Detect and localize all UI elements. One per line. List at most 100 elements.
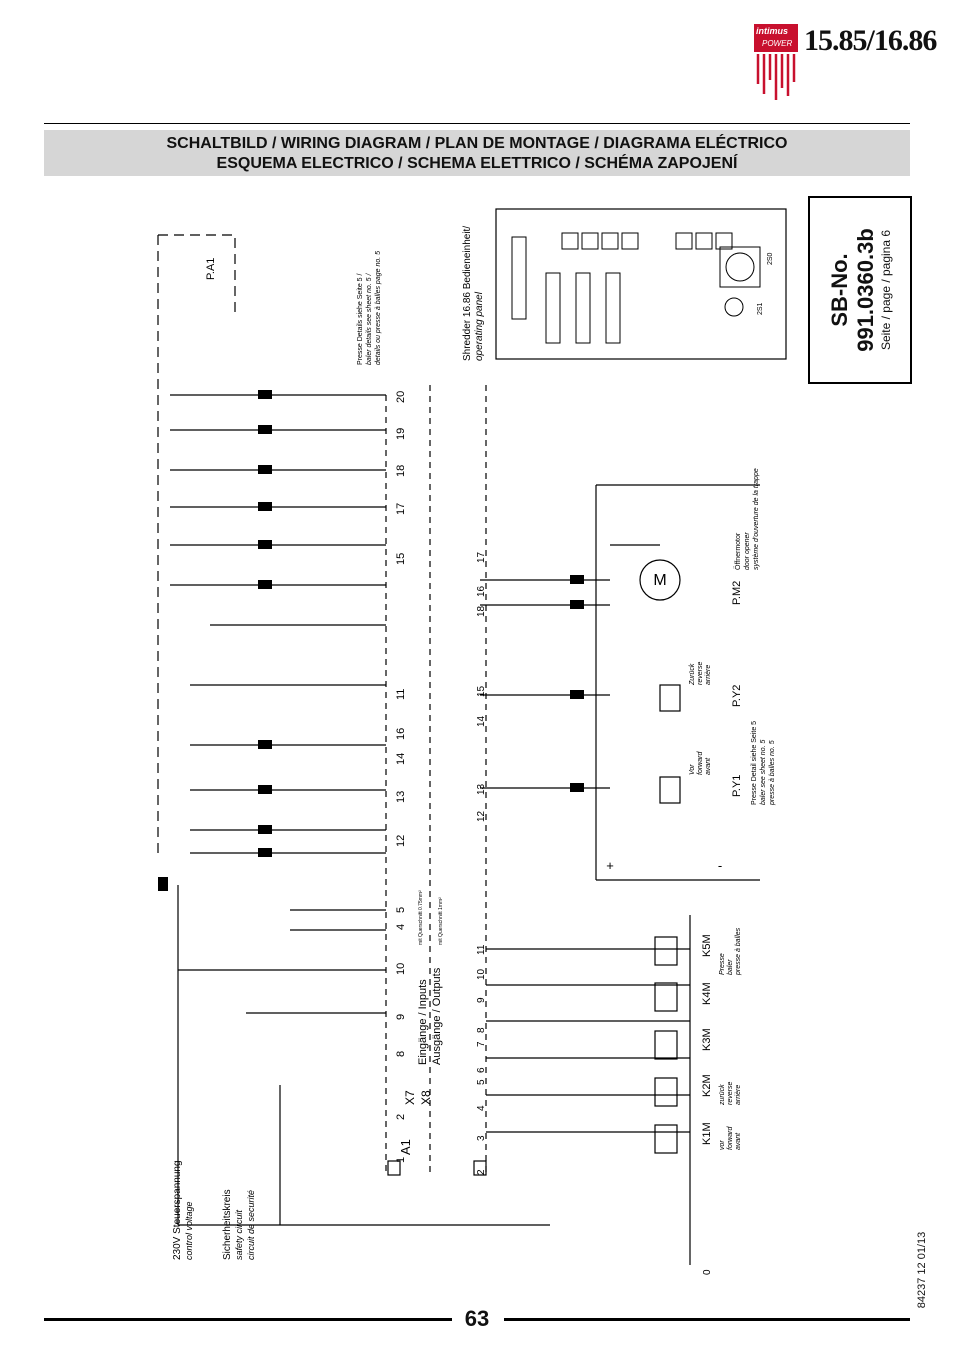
terminal-left-label-2: 8 [395, 1051, 407, 1057]
motor-de: Öffnermotor [734, 532, 742, 570]
terminal-input-label-8: 19 [395, 428, 407, 440]
minus-rail-label: - [718, 858, 722, 873]
terminal-output-label-5: 7 [476, 1041, 487, 1047]
contactor-label-1: K2M [701, 1074, 713, 1097]
k5m-fr: presse à balles [735, 927, 742, 976]
supply-label-en: control voltage [184, 1201, 194, 1260]
panel-label-en: operating panel [474, 291, 485, 361]
inputs-label: Eingänge / Inputs [417, 979, 429, 1065]
k2m-en: reverse [727, 1082, 734, 1105]
top-rule [44, 123, 910, 124]
terminal-input-label-3: 16 [395, 728, 407, 740]
zero-rail-label: 0 [702, 1269, 713, 1275]
valve2-label: P.Y2 [731, 685, 743, 707]
safety-label: Sicherheitskreis [222, 1189, 233, 1260]
terminal-markers [158, 390, 584, 891]
k2m-fr: arrière [735, 1085, 742, 1105]
k1m-en: forward [727, 1126, 734, 1150]
plus-rail-label: + [606, 858, 614, 873]
k5m-de: Presse [719, 953, 726, 975]
document-code: 84237 12 01/13 [916, 1231, 928, 1309]
outputs-label: Ausgänge / Outputs [431, 967, 443, 1065]
brand-logo: intimus POWER [754, 24, 798, 104]
terminal-input-label-7: 18 [395, 465, 407, 477]
page-number: 63 [464, 1306, 490, 1331]
supply-label: 230V Steuerspannung [172, 1160, 183, 1260]
terminal-output-label-6: 8 [476, 1027, 487, 1033]
wiring-diagram: 230V Steuerspannung control voltage Sich… [157, 208, 787, 1275]
panel-label: Shredder 16.86 Bedieneinheit/ [462, 226, 473, 361]
motor-fr: système d'ouverture de la trappe [753, 468, 760, 570]
safety-label-fr: circuit de securité [246, 1190, 256, 1260]
valve1-label: P.Y1 [731, 775, 743, 797]
terminal-output-label-9: 11 [476, 944, 487, 955]
terminal-output-label-7: 9 [476, 997, 487, 1003]
contactor-label-4: K5M [701, 934, 713, 957]
logo-sub-text: POWER [762, 39, 793, 48]
terminal-output-label-4: 6 [476, 1067, 487, 1073]
x7-label: X7 [403, 1090, 417, 1105]
terminal-output-label-2: 4 [476, 1105, 487, 1111]
switch-2s1: 2S1 [757, 302, 764, 315]
relay-terminal-label-4: 18 [476, 605, 487, 617]
cross-section-2: mit Querschnitt 1mm² [438, 897, 444, 945]
valve-note-de: Presse Detail siehe Seite 5 [751, 721, 758, 805]
a1-label: A1 [398, 1139, 413, 1155]
model-number: 15.85/16.86 [804, 24, 937, 57]
motor-en: door opener [744, 532, 751, 570]
baler-note-en: baler details see sheet no. 5 / [366, 272, 373, 365]
terminal-left-label-1: 2 [395, 1114, 407, 1120]
switch-2s0: 2S0 [767, 252, 774, 265]
relay-terminal-label-1: 13 [476, 783, 487, 795]
terminal-input-label-2: 14 [395, 753, 407, 765]
valve2-fr: arrière [705, 665, 712, 685]
terminal-input-label-6: 17 [395, 503, 407, 515]
panel-internals [511, 232, 761, 344]
contactor-label-0: K1M [701, 1122, 713, 1145]
terminal-left-label-4: 10 [395, 963, 407, 975]
valve1-en: forward [697, 751, 704, 775]
k5m-en: baler [727, 959, 734, 975]
terminal-output-label-1: 3 [476, 1135, 487, 1141]
contactor-label-2: K3M [701, 1028, 713, 1051]
bottom-rule-right [504, 1318, 910, 1321]
terminal-output-label-3: 5 [476, 1079, 487, 1085]
cross-section-1: mit Querschnitt 0.75mm² [418, 890, 424, 945]
logo-brand-text: intimus [756, 26, 789, 36]
terminal-output-label-8: 10 [476, 968, 487, 980]
relay-terminal-label-0: 12 [476, 810, 487, 822]
wiring-lines [157, 208, 787, 1265]
contactor-label-3: K4M [701, 982, 713, 1005]
sb-number-box: SB-No. 991.0360.3b Seite / page / pagina… [808, 196, 912, 384]
k1m-de: vor [719, 1140, 726, 1150]
valve-note-fr: presse à balles no. 5 [769, 740, 776, 806]
terminal-input-label-4: 11 [395, 689, 407, 700]
k1m-fr: avant [735, 1132, 742, 1150]
title-band: SCHALTBILD / WIRING DIAGRAM / PLAN DE MO… [44, 130, 910, 176]
title-line-1: SCHALTBILD / WIRING DIAGRAM / PLAN DE MO… [166, 135, 788, 152]
terminal-input-label-0: 12 [395, 835, 407, 847]
valve2-de: Zurück [689, 663, 696, 686]
relay-terminal-label-5: 16 [476, 585, 487, 597]
relay-terminal-label-3: 15 [476, 685, 487, 697]
terminal-input-label-9: 20 [395, 391, 407, 403]
title-line-2: ESQUEMA ELECTRICO / SCHEMA ELETTRICO / S… [216, 155, 738, 172]
relay-terminal-label-2: 14 [476, 715, 487, 727]
valve1-de: Vor [689, 764, 696, 775]
x8-label: X8 [419, 1090, 433, 1105]
terminal-input-label-5: 15 [395, 553, 407, 565]
motor-symbol-icon: M [653, 572, 666, 589]
valve2-en: reverse [697, 662, 704, 685]
shred-lines-icon [756, 54, 796, 100]
terminal-left-label-6: 5 [395, 907, 407, 913]
k2m-de: zurück [719, 1084, 726, 1106]
terminal-output-label-0: 2 [476, 1169, 487, 1175]
bottom-rule-left [44, 1318, 452, 1321]
safety-label-en: safety circuit [234, 1209, 244, 1260]
baler-note-de: Presse Details siehe Seite 5 / [357, 274, 364, 365]
baler-note-fr: details ou presse à balles page no. 5 [375, 251, 382, 365]
motor-label: P.M2 [731, 581, 743, 605]
valve1-fr: avant [705, 757, 712, 775]
terminal-input-label-1: 13 [395, 791, 407, 803]
relay-terminal-label-6: 17 [476, 551, 487, 563]
